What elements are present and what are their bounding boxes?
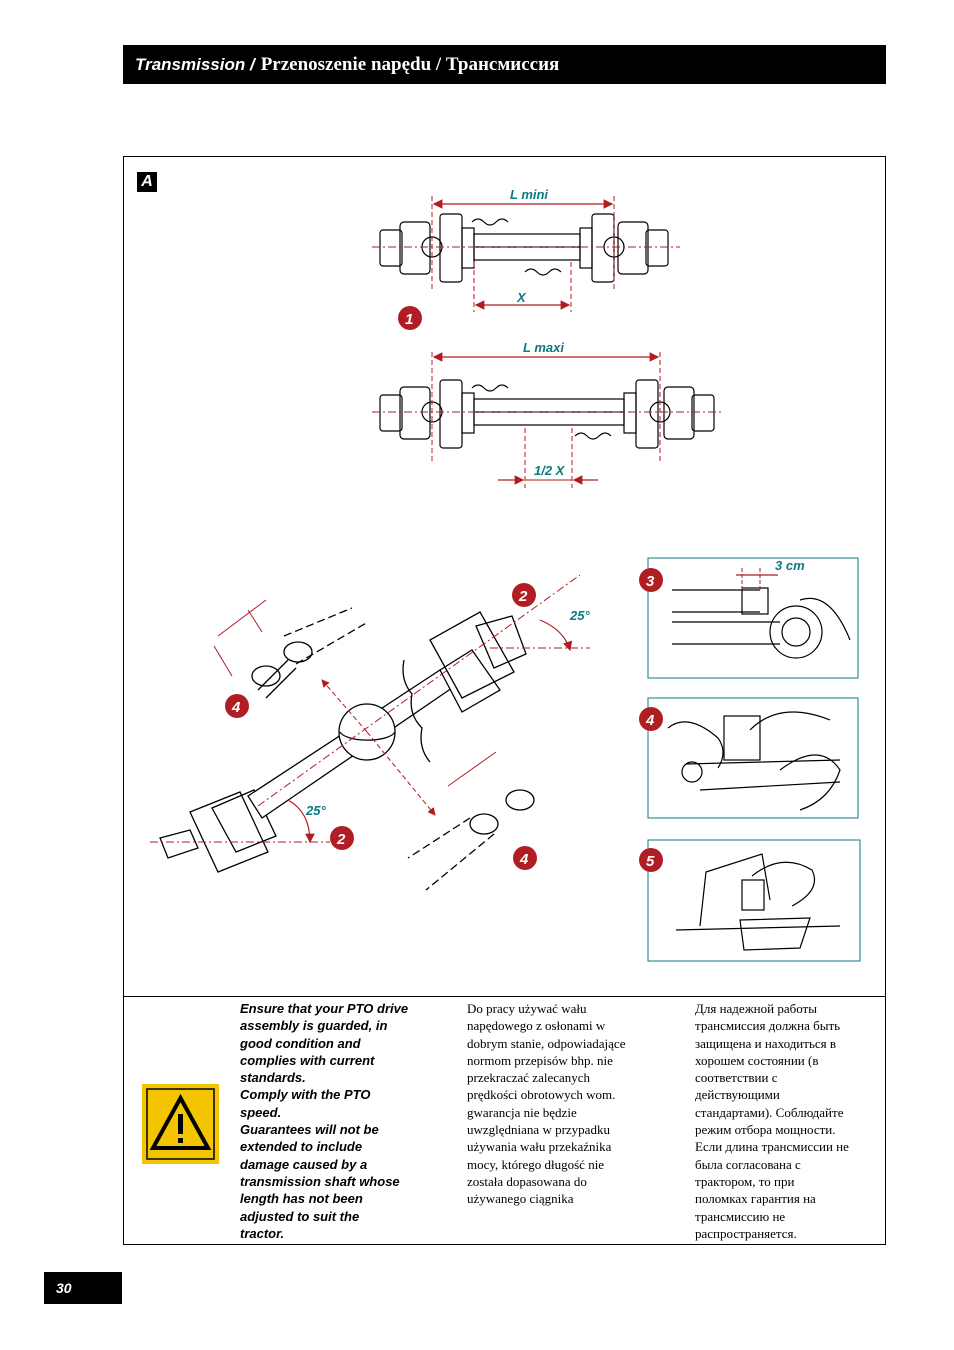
label-l-mini: L mini (510, 187, 548, 202)
page-number: 30 (44, 1272, 122, 1304)
en-line: damage caused by a (240, 1156, 368, 1172)
ru-line: защищена и находиться в (695, 1035, 837, 1051)
inset-step-5 (647, 839, 861, 962)
figure-frame (123, 156, 886, 1245)
ru-line: Если длина трансмиссии не (695, 1139, 849, 1155)
svg-text:4: 4 (519, 851, 529, 868)
en-line: good condition and (240, 1035, 361, 1051)
svg-text:3: 3 (646, 573, 655, 590)
pl-line: napędowego z osłonami w (467, 1018, 606, 1034)
page-header: Transmission / Przenoszenie napędu / Тра… (123, 45, 886, 84)
warning-text-pl: Do pracy używać wału napędowego z osłona… (467, 1000, 667, 1208)
pl-line: normom przepisów bhp. nie (467, 1052, 613, 1068)
pl-line: została dopasowana do (467, 1173, 587, 1189)
warning-text-ru: Для надежной работы трансмиссия должна б… (695, 1000, 875, 1242)
label-half-x: 1/2 X (534, 463, 566, 478)
en-line: assembly is guarded, in (240, 1018, 388, 1034)
pl-line: mocy, którego długość nie (467, 1156, 605, 1172)
pl-line: przekraczać zalecanych (467, 1070, 591, 1086)
label-3cm: 3 cm (775, 558, 805, 573)
ru-line: поломках гарантия на (695, 1191, 816, 1207)
step-5-badge: 5 (639, 848, 663, 872)
ru-line: трактором, то при (695, 1173, 795, 1189)
pl-line: prędkości obrotowych wom. (467, 1087, 616, 1103)
pl-line: uwzględniana w przypadku (467, 1122, 610, 1138)
pl-line: używanego ciągnika (467, 1191, 574, 1207)
svg-text:4: 4 (645, 712, 655, 729)
ru-line: трансмиссию не (695, 1208, 786, 1224)
step-2-badge-bottom: 2 (330, 826, 354, 850)
en-line: complies with current (240, 1052, 375, 1068)
svg-text:1: 1 (405, 311, 413, 328)
svg-text:4: 4 (231, 699, 241, 716)
pl-line: Do pracy używać wału (467, 1001, 587, 1016)
step-4-badge-left: 4 (225, 694, 249, 718)
step-4-badge-inset: 4 (639, 707, 663, 731)
en-line: length has not been (240, 1191, 363, 1207)
en-line: adjusted to suit the (240, 1208, 360, 1224)
inset-step-3 (647, 557, 859, 679)
en-line: Ensure that your PTO drive (240, 1001, 409, 1016)
ru-line: трансмиссия должна быть (695, 1018, 841, 1034)
header-title-rest: Przenoszenie napędu / Трансмиссия (260, 53, 560, 75)
ru-line: режим отбора мощности. (695, 1122, 836, 1138)
en-line: extended to include (240, 1139, 363, 1155)
ru-line: распространяется. (695, 1225, 797, 1241)
figure-badge: A (137, 172, 157, 192)
ru-line: хорошем состоянии (в (695, 1052, 819, 1068)
ru-line: действующими (695, 1087, 780, 1103)
en-line: speed. (240, 1104, 282, 1120)
step-1-badge: 1 (398, 306, 422, 330)
en-line: tractor. (240, 1225, 285, 1241)
warning-triangle-icon (146, 1088, 215, 1160)
shaft-maxi-drawing (379, 379, 715, 449)
warning-sign (142, 1084, 219, 1164)
label-l-maxi: L maxi (523, 340, 564, 355)
pl-line: gwarancja nie będzie (467, 1104, 577, 1120)
ru-line: стандартами). Соблюдайте (695, 1104, 844, 1120)
shaft-mini-drawing (379, 213, 669, 283)
step-3-badge: 3 (639, 568, 663, 592)
pl-line: używania wału przekaźnika (467, 1139, 612, 1155)
warning-text-en: Ensure that your PTO drive assembly is g… (240, 1000, 440, 1242)
en-line: Guarantees will not be (240, 1122, 379, 1138)
ru-line: была согласована с (695, 1156, 801, 1172)
step-4-badge-bottom: 4 (513, 846, 537, 870)
en-line: transmission shaft whose (240, 1173, 400, 1189)
header-title-en: Transmission / (135, 54, 255, 74)
label-angle-bottom: 25° (305, 803, 326, 818)
ru-line: соответствии с (695, 1070, 778, 1086)
svg-text:2: 2 (518, 588, 528, 605)
frame-divider (123, 996, 886, 997)
step-2-badge-top: 2 (512, 583, 536, 607)
label-angle-top: 25° (569, 608, 590, 623)
en-line: standards. (240, 1070, 306, 1086)
label-x: X (516, 290, 527, 305)
svg-text:5: 5 (646, 853, 655, 870)
ru-line: Для надежной работы (695, 1001, 817, 1016)
pl-line: dobrym stanie, odpowiadające (467, 1035, 626, 1051)
en-line: Comply with the PTO (240, 1087, 371, 1103)
svg-text:2: 2 (336, 831, 346, 848)
